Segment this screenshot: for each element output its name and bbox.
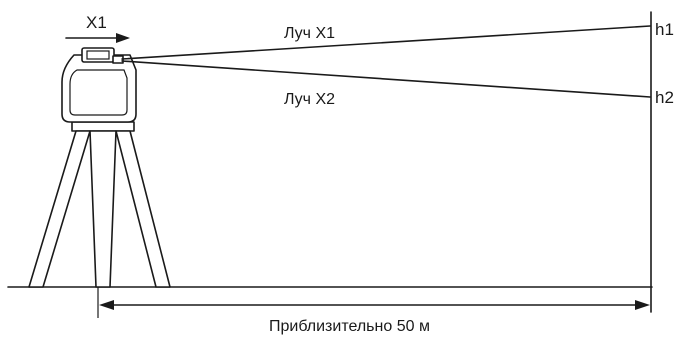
laser-level-instrument [61, 47, 137, 123]
h1-label: h1 [655, 20, 674, 39]
distance-label: Приблизительно 50 м [269, 318, 430, 335]
beam-x1-label: Луч X1 [284, 25, 335, 42]
beam-x1 [121, 25, 651, 60]
h2-label: h2 [655, 88, 674, 107]
beam-x2 [121, 60, 651, 98]
direction-arrow [65, 33, 130, 43]
distance-dimension [97, 287, 650, 318]
tripod [28, 121, 171, 288]
beam-x2-label: Луч X2 [284, 91, 335, 108]
direction-label: X1 [86, 13, 107, 32]
